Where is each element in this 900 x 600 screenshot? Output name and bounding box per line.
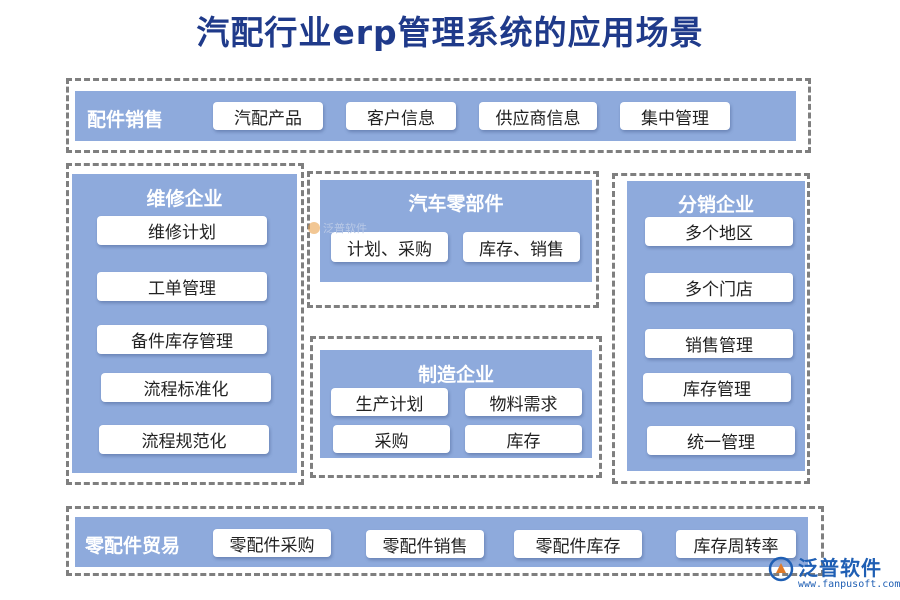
distribution-title: 分销企业: [677, 194, 754, 216]
manufacturing-item: 物料需求: [465, 388, 582, 416]
repair-item: 工单管理: [97, 272, 267, 301]
trade-panel: 零配件贸易 零配件采购 零配件销售 零配件库存 库存周转率: [75, 517, 808, 567]
parts-sales-title: 配件销售: [87, 109, 164, 131]
brand-logo: 泛普软件 www.fanpusoft.com: [768, 552, 900, 596]
repair-item: 维修计划: [97, 216, 267, 245]
manufacturing-panel: 制造企业 生产计划 物料需求 采购 库存: [320, 350, 592, 458]
parts-sales-panel: 配件销售 汽配产品 客户信息 供应商信息 集中管理: [75, 91, 796, 141]
repair-panel: 维修企业 维修计划 工单管理 备件库存管理 流程标准化 流程规范化: [72, 174, 297, 473]
watermark-logo-icon: [308, 222, 320, 234]
repair-item: 备件库存管理: [97, 325, 267, 354]
trade-item: 库存周转率: [676, 530, 796, 558]
manufacturing-item: 生产计划: [331, 388, 448, 416]
watermark-text: 泛普软件: [323, 222, 367, 235]
trade-item: 零配件库存: [514, 530, 642, 558]
brand-logo-icon: [768, 556, 794, 582]
auto-parts-title: 汽车零部件: [408, 193, 504, 215]
auto-parts-item: 库存、销售: [463, 232, 580, 262]
brand-logo-name: 泛普软件: [798, 556, 882, 580]
parts-sales-item: 客户信息: [346, 102, 456, 130]
manufacturing-item: 库存: [465, 425, 582, 453]
auto-parts-panel: 汽车零部件 计划、采购 库存、销售: [320, 180, 592, 282]
distribution-item: 多个门店: [645, 273, 793, 302]
distribution-item: 统一管理: [647, 426, 795, 455]
trade-item: 零配件销售: [366, 530, 484, 558]
repair-title: 维修企业: [146, 188, 223, 210]
brand-logo-url: www.fanpusoft.com: [798, 579, 900, 590]
trade-item: 零配件采购: [213, 529, 331, 557]
distribution-item: 多个地区: [645, 217, 793, 246]
repair-item: 流程规范化: [99, 425, 269, 454]
manufacturing-item: 采购: [333, 425, 450, 453]
diagram-title: 汽配行业erp管理系统的应用场景: [196, 13, 704, 52]
parts-sales-item: 汽配产品: [213, 102, 323, 130]
distribution-item: 库存管理: [643, 373, 791, 402]
distribution-panel: 分销企业 多个地区 多个门店 销售管理 库存管理 统一管理: [627, 181, 805, 471]
watermark: 泛普软件: [308, 220, 367, 236]
parts-sales-item: 供应商信息: [479, 102, 597, 130]
distribution-item: 销售管理: [645, 329, 793, 358]
parts-sales-item: 集中管理: [620, 102, 730, 130]
auto-parts-item: 计划、采购: [331, 232, 448, 262]
manufacturing-title: 制造企业: [417, 364, 494, 386]
trade-title: 零配件贸易: [85, 535, 181, 557]
repair-item: 流程标准化: [101, 373, 271, 402]
